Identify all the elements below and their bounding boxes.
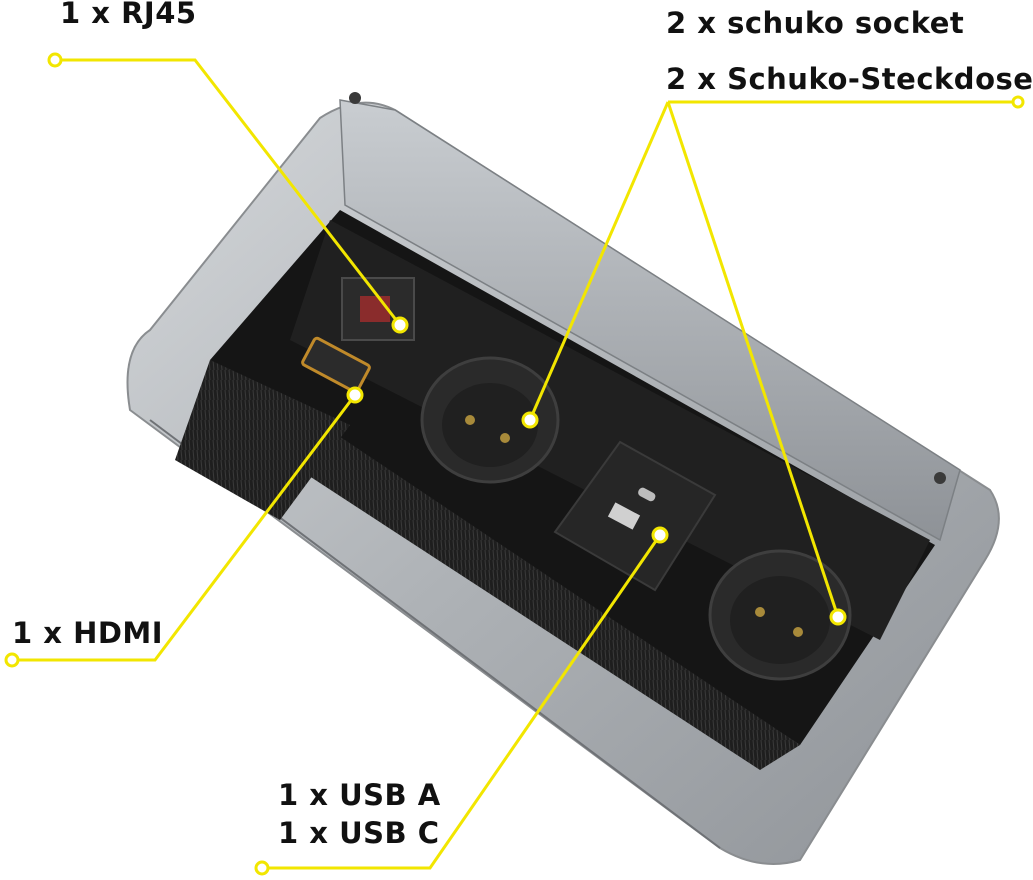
callout-line-rj45	[55, 58, 402, 326]
hinge-screw-icon	[349, 92, 361, 104]
usb-c-port	[638, 487, 656, 502]
callout-markers	[4, 52, 1025, 876]
label-usb-a: 1 x USB A	[278, 778, 441, 812]
callout-lines	[12, 58, 1018, 870]
schuko-socket-left	[420, 356, 560, 484]
hinge-screw-icon	[934, 472, 946, 484]
usb-module	[553, 440, 717, 592]
callout-line-usb	[262, 534, 662, 870]
callout-dot-icon	[829, 608, 847, 626]
label-rj45: 1 x RJ45	[60, 0, 197, 30]
schuko-socket-right	[708, 549, 852, 681]
callout-dot-icon	[4, 652, 20, 668]
label-hdmi: 1 x HDMI	[12, 616, 164, 650]
callout-dot-icon	[254, 860, 270, 876]
callout-dot-icon	[1011, 95, 1025, 109]
hdmi-port	[301, 336, 371, 394]
callout-line-schuko-left	[528, 101, 670, 421]
callout-line-schuko-right	[666, 101, 840, 618]
usb-a-port	[607, 502, 641, 530]
label-usb-c: 1 x USB C	[278, 816, 440, 850]
label-schuko-en: 2 x schuko socket	[666, 6, 965, 40]
brush-strip	[300, 430, 800, 770]
callout-dot-icon	[391, 316, 409, 334]
callout-dot-icon	[651, 526, 669, 544]
label-schuko-de: 2 x Schuko-Steckdose	[666, 62, 1033, 96]
callout-line-hdmi	[12, 394, 357, 662]
raised-lid	[339, 92, 961, 542]
callout-dot-icon	[521, 411, 539, 429]
callout-dot-icon	[346, 386, 364, 404]
callout-dot-icon	[47, 52, 63, 68]
